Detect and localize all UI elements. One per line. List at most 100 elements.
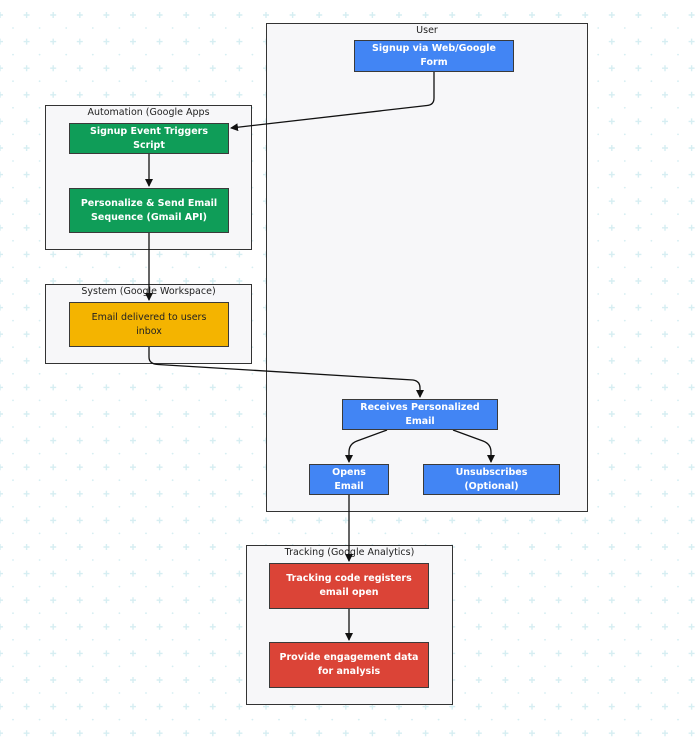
grid-plus [475,650,482,657]
grid-dot [198,532,201,535]
grid-plus [608,384,615,391]
grid-dot [12,372,14,375]
grid-dot [251,80,254,83]
grid-plus [688,38,695,45]
grid-plus [183,251,190,258]
grid-plus [608,145,615,151]
grid-plus [23,171,30,178]
grid-plus [209,411,216,417]
signup-node[interactable]: Signup via Web/Google Form [354,40,514,72]
grid-plus [0,677,3,683]
grid-plus [103,517,110,524]
grid-plus [688,490,695,497]
grid-dot [623,53,626,56]
grid-plus [635,677,642,683]
grid-dot [198,665,201,668]
grid-dot [517,638,520,641]
grid-dot [12,186,14,189]
engagement-data-node[interactable]: Provide engagement data for analysis [269,642,429,688]
grid-dot [490,665,493,668]
grid-plus [130,278,136,284]
grid-plus [635,331,642,338]
unsubscribes-node[interactable]: Unsubscribes (Optional) [423,464,560,495]
grid-dot [677,239,679,242]
grid-plus [130,12,136,18]
grid-dot [677,293,679,295]
grid-dot [224,426,227,428]
grid-plus [236,490,243,497]
grid-plus [608,65,615,72]
grid-dot [145,53,147,56]
grid-plus [23,570,30,577]
grid-dot [677,452,679,455]
grid-plus [688,597,695,604]
grid-plus [608,623,615,630]
grid-plus [0,464,3,471]
grid-dot [118,612,121,615]
signup-trigger-node[interactable]: Signup Event Triggers Script [69,123,229,154]
grid-dot [224,665,227,668]
opens-email-node[interactable]: Opens Email [309,464,389,495]
grid-dot [650,452,653,455]
grid-plus [23,251,30,258]
grid-dot [597,80,600,83]
grid-plus [529,12,535,18]
grid-plus [23,118,30,125]
grid-plus [209,251,216,258]
grid-dot [12,266,14,269]
grid-plus [582,730,589,737]
grid-dot [65,479,68,482]
grid-plus [156,490,163,497]
grid-plus [635,357,642,364]
grid-dot [597,319,600,322]
grid-plus [156,703,163,710]
grid-plus [183,38,190,45]
grid-dot [650,106,653,109]
grid-plus [76,730,83,737]
grid-plus [475,677,482,683]
grid-dot [198,692,201,694]
grid-plus [449,730,456,737]
grid-plus [475,517,482,524]
grid-dot [38,692,41,694]
grid-plus [662,304,668,311]
grid-dot [171,80,174,83]
email-delivered-node[interactable]: Email delivered to users inbox [69,302,229,347]
grid-dot [677,692,679,694]
grid-plus [342,517,349,524]
grid-dot [38,612,41,615]
grid-dot [517,612,520,615]
grid-plus [236,517,243,524]
grid-plus [342,12,349,18]
grid-dot [198,372,201,375]
grid-dot [12,27,14,29]
grid-plus [23,437,30,444]
grid-plus [156,650,163,657]
grid-dot [490,692,493,694]
grid-plus [662,490,668,497]
grid-plus [50,65,57,72]
grid-dot [224,479,227,482]
grid-plus [662,91,668,98]
personalize-send-node[interactable]: Personalize & Send Email Sequence (Gmail… [69,188,229,233]
grid-plus [608,278,615,284]
grid-dot [623,452,626,455]
grid-dot [12,426,14,428]
grid-plus [475,730,482,737]
tracking-code-node[interactable]: Tracking code registers email open [269,563,429,609]
grid-plus [422,517,429,524]
grid-plus [23,198,30,205]
grid-plus [502,650,509,657]
grid-dot [118,638,121,641]
grid-plus [0,145,3,151]
receives-email-node[interactable]: Receives Personalized Email [342,399,498,430]
grid-dot [171,665,174,668]
grid-dot [118,532,121,535]
grid-plus [449,517,456,524]
grid-plus [103,544,110,550]
tracking-cluster-title: Tracking (Google Analytics) [284,547,415,558]
grid-plus [130,703,136,710]
grid-plus [76,650,83,657]
grid-plus [209,65,216,72]
grid-dot [145,479,147,482]
